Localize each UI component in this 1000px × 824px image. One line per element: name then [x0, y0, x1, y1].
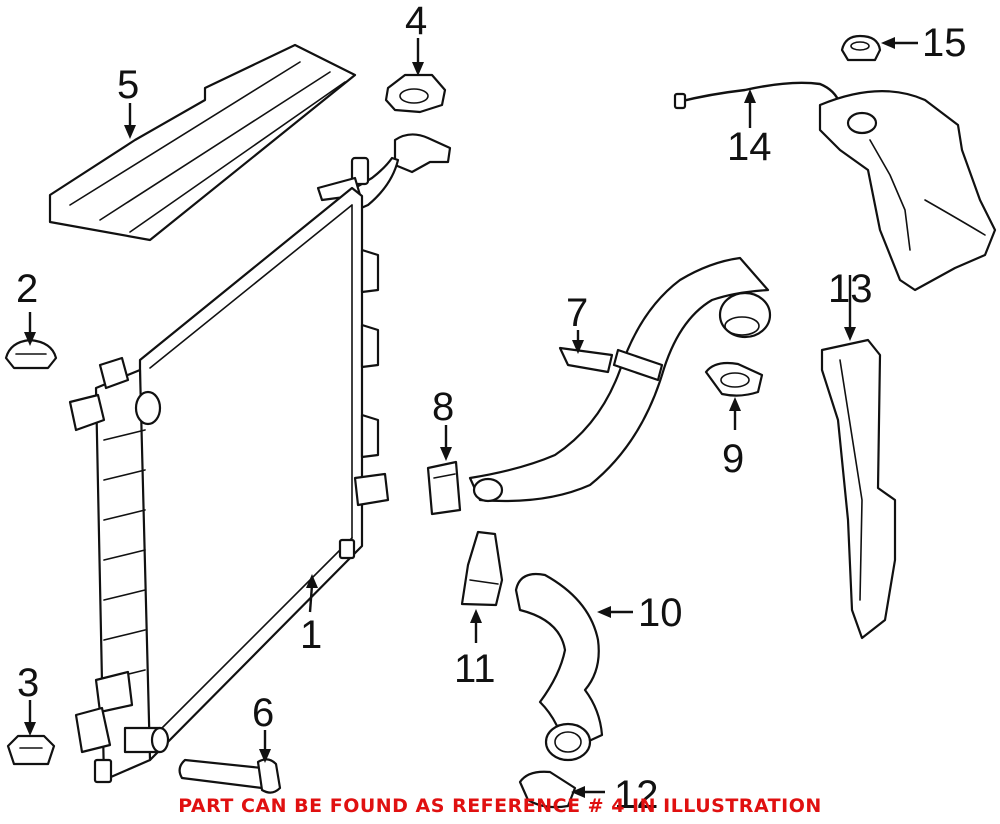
- leader-arrows: [24, 37, 918, 798]
- callout-12: 12: [614, 773, 659, 817]
- callout-14: 14: [727, 125, 772, 169]
- callout-2: 2: [16, 267, 38, 311]
- part-13-side-deflector: [820, 338, 897, 640]
- coolant-reservoir: [818, 90, 997, 292]
- callout-9: 9: [722, 437, 744, 481]
- callout-3: 3: [17, 661, 39, 705]
- part-3-nut: [6, 734, 56, 766]
- part-9-clamp: [704, 361, 764, 397]
- part-15-reservoir-cap: [840, 34, 882, 62]
- part-2-push-fastener: [4, 338, 58, 370]
- callout-8: 8: [432, 385, 454, 429]
- callout-7: 7: [566, 291, 588, 335]
- callout-10: 10: [638, 591, 683, 635]
- reference-note: PART CAN BE FOUND AS REFERENCE # 4 IN IL…: [178, 795, 822, 817]
- callout-6: 6: [252, 691, 274, 735]
- part-6-bolt: [178, 758, 282, 794]
- part-7-upper-hose: [468, 256, 772, 503]
- part-11-clamp: [460, 530, 504, 607]
- part-10-lower-hose: [514, 572, 604, 762]
- part-1-radiator: [68, 186, 390, 784]
- callout-4: 4: [405, 0, 427, 43]
- callout-15: 15: [922, 21, 967, 65]
- part-4-radiator-cap: [384, 73, 447, 114]
- part-5-upper-shield: [48, 43, 357, 242]
- part-8-clamp: [426, 460, 462, 516]
- callout-1: 1: [300, 613, 322, 657]
- callout-13: 13: [828, 267, 873, 311]
- callout-11: 11: [454, 647, 496, 691]
- part-12-clamp: [518, 770, 577, 809]
- part-14-overflow-hose: [673, 81, 842, 110]
- callout-5: 5: [117, 63, 139, 107]
